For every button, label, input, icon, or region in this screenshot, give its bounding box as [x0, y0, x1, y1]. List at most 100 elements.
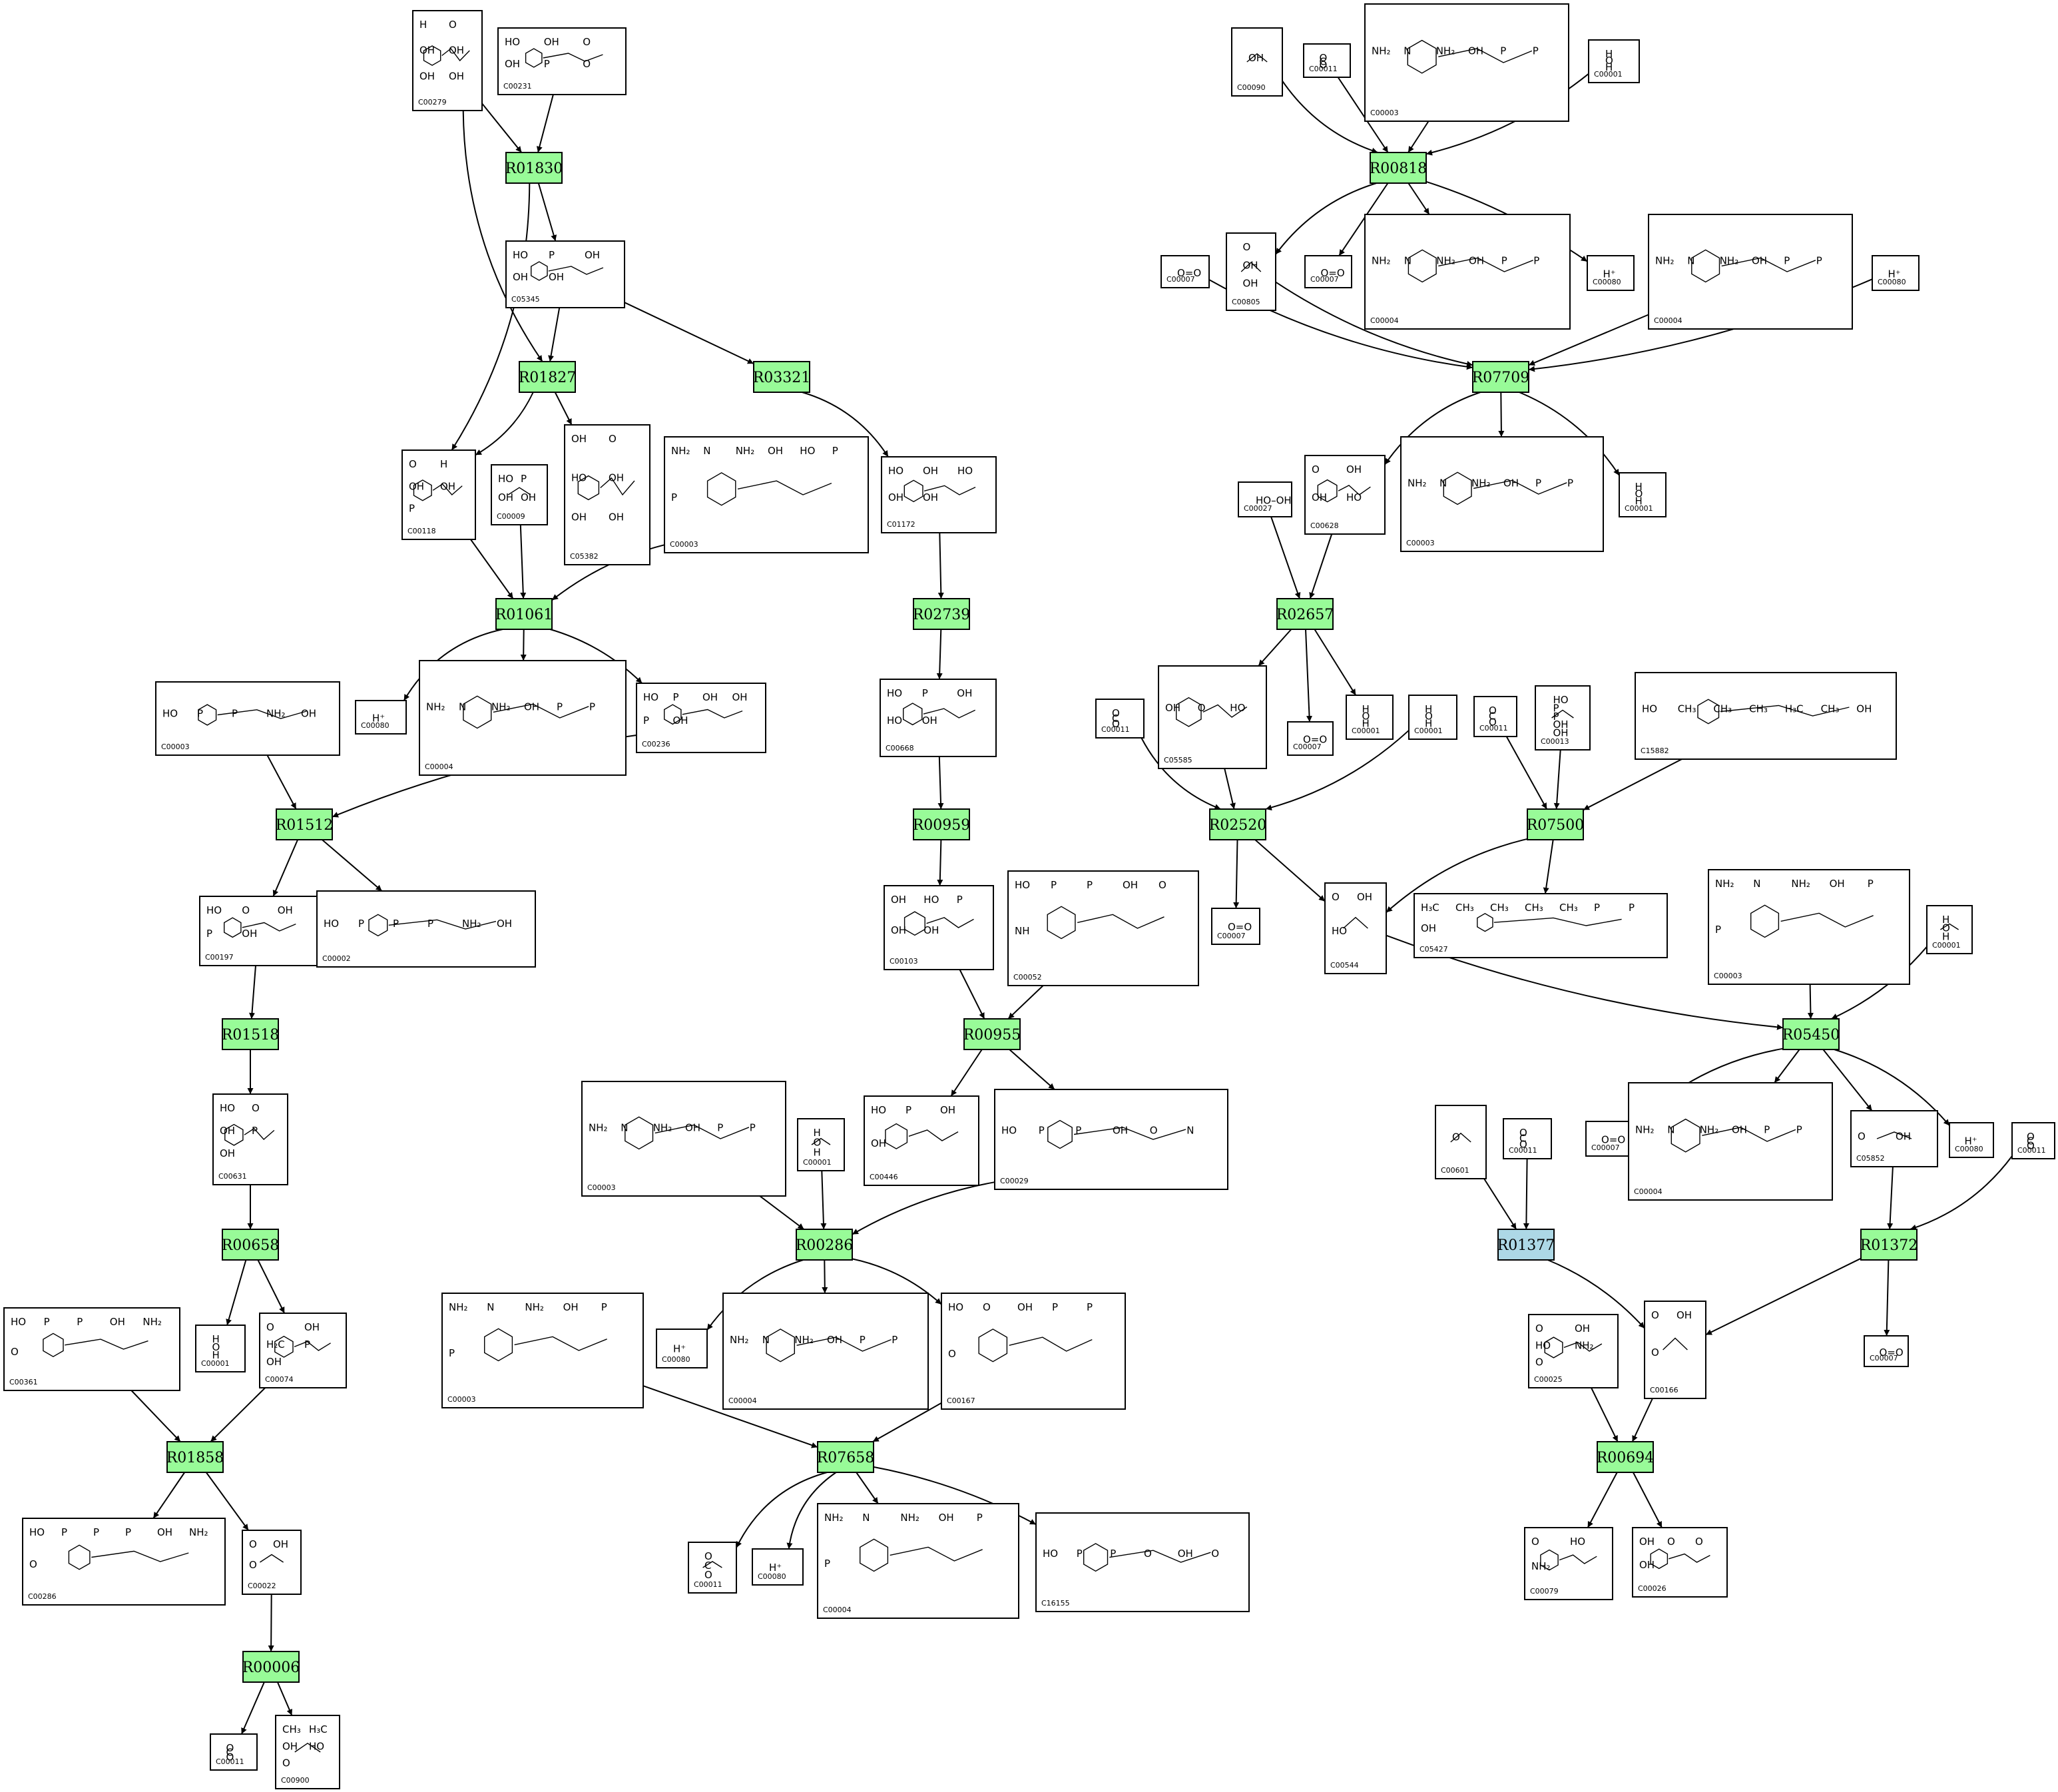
- reaction-node[interactable]: R00658: [222, 1229, 280, 1261]
- reaction-node[interactable]: R05450: [1782, 1018, 1840, 1050]
- compound-node[interactable]: H⁺C00080: [1587, 255, 1635, 291]
- compound-node[interactable]: H⁺C00080: [355, 700, 407, 735]
- compound-node[interactable]: H⁺C00080: [752, 1548, 804, 1586]
- reaction-node[interactable]: R07658: [817, 1441, 875, 1473]
- reaction-node[interactable]: R00694: [1597, 1441, 1655, 1473]
- reaction-node[interactable]: R01830: [505, 152, 563, 184]
- reaction-node[interactable]: R00818: [1370, 152, 1427, 184]
- reaction-node[interactable]: R07500: [1527, 808, 1585, 840]
- reaction-node[interactable]: R00286: [796, 1229, 854, 1261]
- reaction-node[interactable]: R07709: [1472, 361, 1530, 393]
- reaction-node[interactable]: R01377: [1497, 1229, 1555, 1261]
- reaction-node[interactable]: R01372: [1860, 1229, 1918, 1261]
- compound-node[interactable]: H⁺C00080: [656, 1329, 708, 1368]
- reaction-node[interactable]: R01827: [519, 361, 577, 393]
- compound-node[interactable]: H⁺C00080: [1949, 1122, 1994, 1158]
- reaction-node[interactable]: R02520: [1209, 808, 1267, 840]
- reaction-node[interactable]: R01858: [166, 1441, 224, 1473]
- reaction-node[interactable]: R00959: [913, 808, 971, 840]
- reaction-node[interactable]: R02657: [1276, 598, 1334, 630]
- reaction-node[interactable]: R01061: [495, 598, 553, 630]
- reaction-node[interactable]: R00955: [963, 1018, 1021, 1050]
- reaction-node[interactable]: R02739: [913, 598, 971, 630]
- reaction-node[interactable]: R00006: [242, 1651, 300, 1683]
- reaction-node[interactable]: R01512: [276, 808, 334, 840]
- compound-node[interactable]: H⁺C00080: [1872, 255, 1920, 291]
- reaction-node[interactable]: R01518: [222, 1018, 280, 1050]
- reaction-node[interactable]: R03321: [753, 361, 811, 393]
